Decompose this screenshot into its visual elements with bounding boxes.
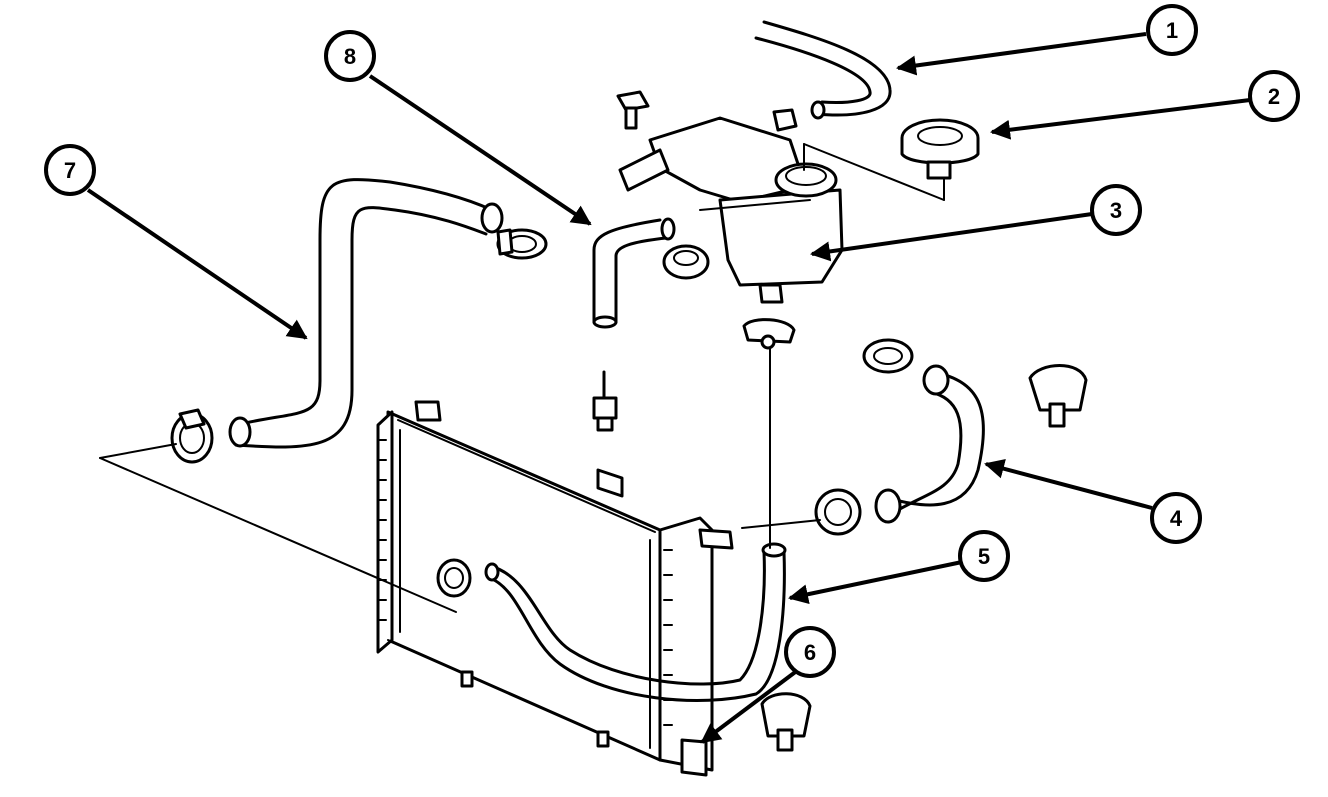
callout-1: 1	[1146, 4, 1198, 56]
overflow-hose	[754, 20, 892, 120]
upper-radiator-hose	[228, 178, 504, 449]
callout-6: 6	[784, 626, 836, 678]
quick-connector-lower	[760, 692, 812, 752]
callout-4: 4	[1150, 492, 1202, 544]
heater-hose	[874, 364, 985, 524]
callout-4-label: 4	[1170, 506, 1183, 531]
callout-7-label: 7	[64, 158, 76, 183]
callout-5-label: 5	[978, 544, 990, 569]
callout-6-label: 6	[804, 640, 816, 665]
radiator	[376, 400, 734, 777]
heater-hose-clamp-bottom	[814, 488, 862, 536]
assembly-guide-lines	[99, 143, 945, 613]
hose-clamp-left	[170, 408, 214, 464]
callout-8-label: 8	[344, 44, 356, 69]
grommet	[662, 244, 710, 280]
callout-3-label: 3	[1110, 198, 1122, 223]
hose-clamp-top	[496, 228, 548, 260]
overflow-hose-clamp	[742, 318, 796, 350]
callout-2: 2	[1248, 70, 1300, 122]
temperature-sensor	[592, 370, 618, 432]
lower-hose-clamp	[436, 558, 472, 598]
callout-5: 5	[958, 530, 1010, 582]
leader-lines	[86, 32, 1251, 744]
callout-7: 7	[44, 144, 96, 196]
hose-clip-top	[772, 108, 798, 132]
quick-connector-upper	[1028, 364, 1088, 428]
callout-8: 8	[324, 30, 376, 82]
lower-radiator-hose	[484, 542, 787, 702]
pressure-cap	[900, 118, 980, 180]
bypass-hose	[592, 217, 676, 329]
callout-1-label: 1	[1166, 18, 1178, 43]
heater-hose-clamp-top	[862, 338, 914, 374]
mounting-bolt	[616, 90, 650, 130]
callout-2-label: 2	[1268, 84, 1280, 109]
callout-3: 3	[1090, 184, 1142, 236]
